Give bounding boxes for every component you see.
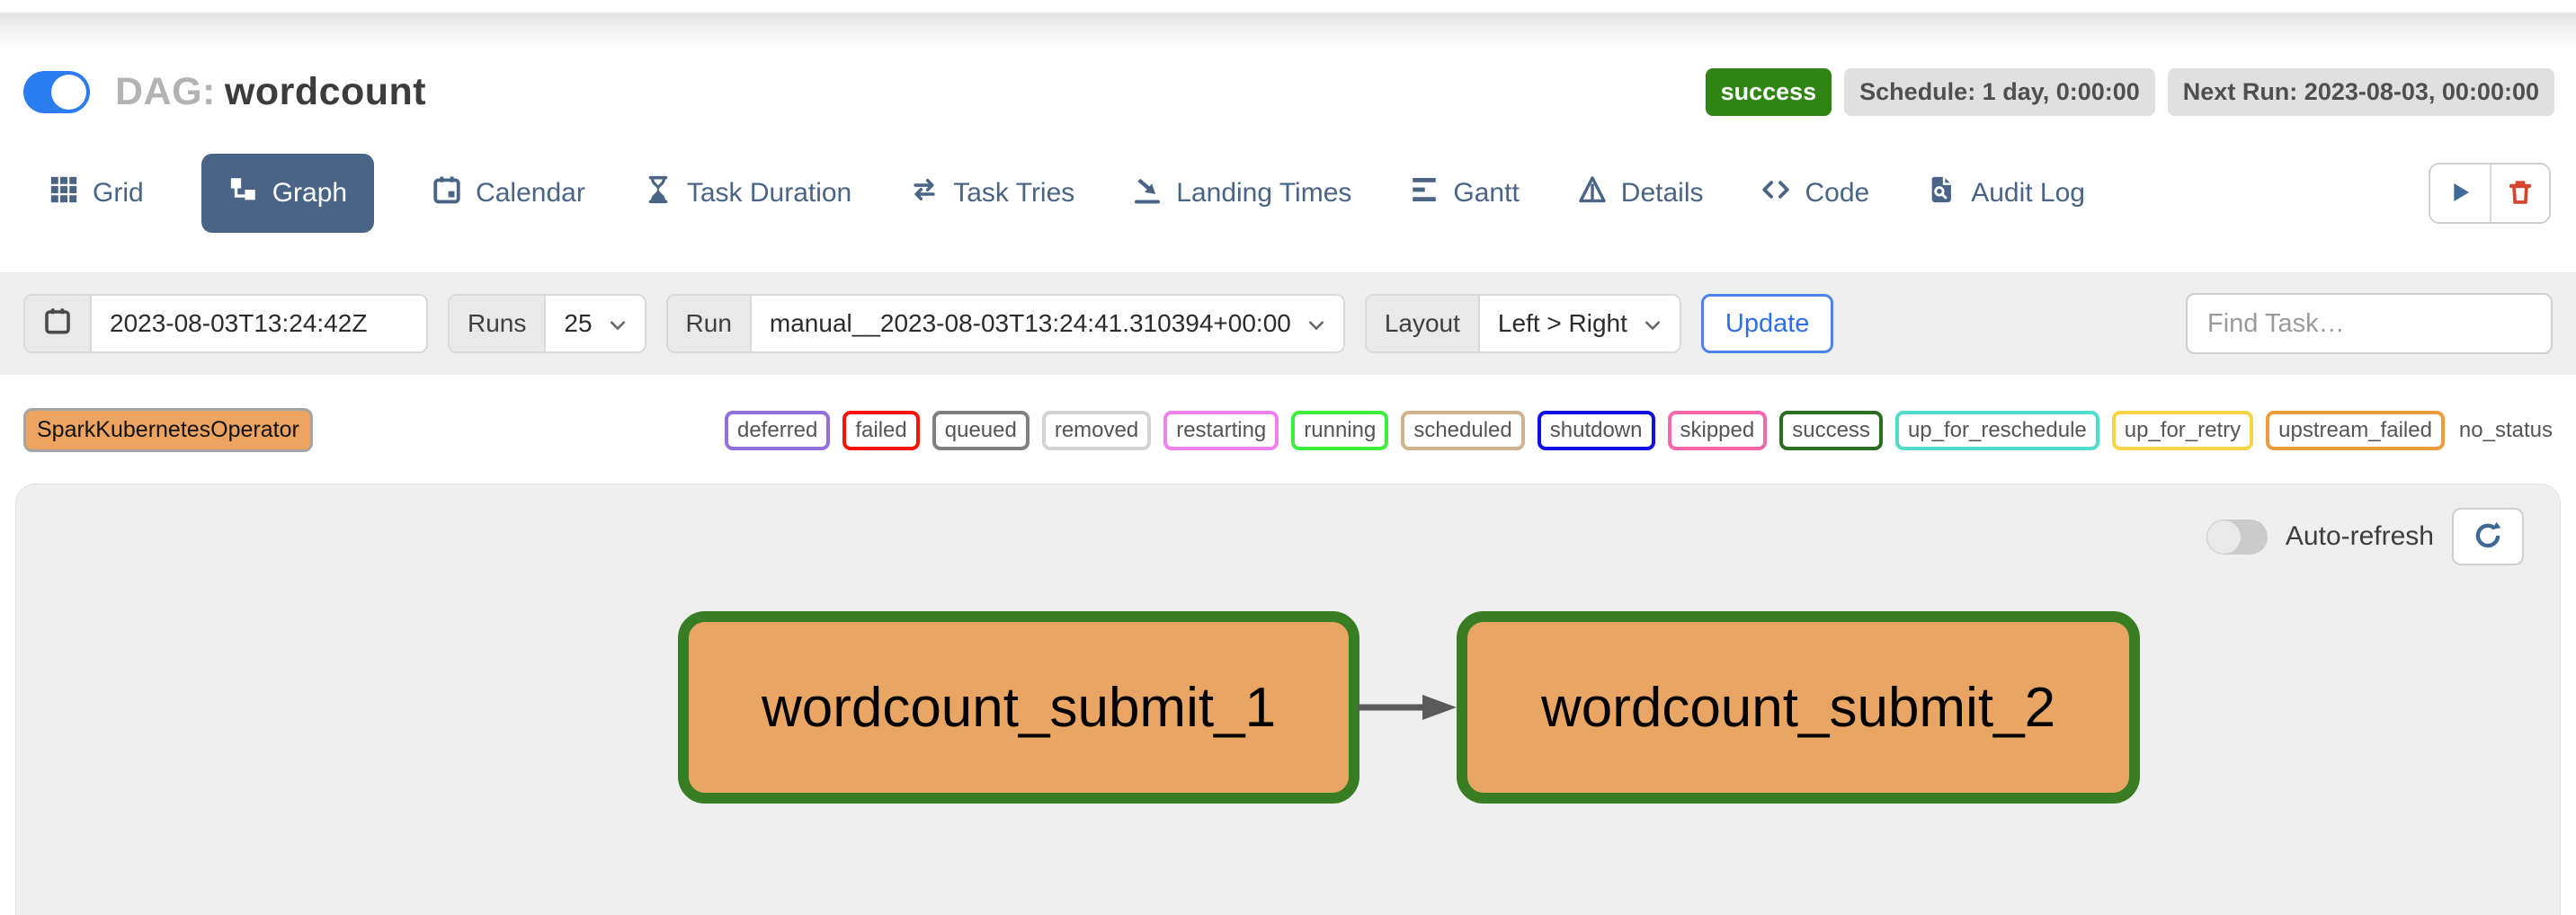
trash-icon — [2506, 178, 2535, 209]
tab-task-tries[interactable]: Task Tries — [909, 174, 1074, 212]
state-badge-queued[interactable]: queued — [931, 410, 1030, 450]
dag-pause-toggle[interactable] — [23, 71, 90, 113]
graph-canvas[interactable]: Auto-refresh wordcount_submit_1 wordcoun… — [15, 484, 2561, 915]
state-badge-scheduled[interactable]: scheduled — [1401, 410, 1525, 450]
tab-audit-log[interactable]: Audit Log — [1927, 174, 2085, 212]
tab-details[interactable]: Details — [1577, 174, 1704, 212]
state-badge-restarting[interactable]: restarting — [1163, 410, 1279, 450]
operator-legend-badge: SparkKubernetesOperator — [23, 408, 313, 452]
task-node-label: wordcount_submit_2 — [1540, 676, 2056, 739]
calendar-icon — [43, 306, 72, 342]
details-triangle-icon — [1577, 174, 1608, 212]
code-icon — [1760, 174, 1791, 212]
chevron-down-icon — [609, 309, 627, 338]
state-badge-running[interactable]: running — [1291, 410, 1389, 450]
refresh-icon — [2472, 520, 2504, 555]
dag-label: DAG: — [115, 70, 216, 113]
hourglass-icon — [643, 174, 673, 212]
tab-gantt[interactable]: Gantt — [1409, 174, 1520, 212]
chevron-down-icon — [1644, 309, 1662, 338]
delete-dag-button[interactable] — [2490, 164, 2549, 222]
calendar-addon — [25, 296, 92, 351]
plane-landing-icon — [1132, 174, 1163, 212]
next-run-badge: Next Run: 2023-08-03, 00:00:00 — [2167, 68, 2554, 116]
tab-landing-times[interactable]: Landing Times — [1132, 174, 1351, 212]
task-node-wordcount-submit-1[interactable]: wordcount_submit_1 — [678, 611, 1359, 804]
header-badges: success Schedule: 1 day, 0:00:00 Next Ru… — [1705, 68, 2554, 116]
audit-log-icon — [1927, 174, 1957, 212]
toggle-knob — [51, 75, 86, 110]
task-edge-arrow — [1358, 695, 1457, 720]
state-badge-failed[interactable]: failed — [842, 410, 920, 450]
tab-label: Calendar — [476, 178, 585, 208]
runs-select[interactable]: 25 — [546, 296, 645, 351]
tab-graph[interactable]: Graph — [201, 154, 375, 233]
state-badge-shutdown[interactable]: shutdown — [1537, 410, 1655, 450]
schedule-badge: Schedule: 1 day, 0:00:00 — [1844, 68, 2155, 116]
status-badge: success — [1705, 68, 1832, 116]
run-value: manual__2023-08-03T13:24:41.310394+00:00 — [769, 309, 1291, 337]
dag-header: DAG:wordcount success Schedule: 1 day, 0… — [0, 52, 2576, 123]
state-badge-skipped[interactable]: skipped — [1667, 410, 1768, 450]
runs-group: Runs 25 — [448, 294, 646, 353]
base-date-input[interactable] — [110, 309, 408, 338]
repeat-icon — [909, 174, 940, 212]
tab-label: Task Duration — [686, 178, 852, 208]
state-legend: deferred failed queued removed restartin… — [724, 410, 2554, 450]
state-badge-success[interactable]: success — [1779, 410, 1883, 450]
tab-label: Task Tries — [953, 178, 1075, 208]
filter-bar: Runs 25 Run manual__2023-08-03T13:24:41.… — [0, 272, 2576, 375]
runs-value: 25 — [564, 309, 593, 337]
trigger-dag-button[interactable] — [2430, 164, 2490, 222]
find-task-input[interactable] — [2186, 293, 2553, 354]
update-button[interactable]: Update — [1700, 294, 1834, 353]
base-date-input-wrap — [92, 296, 426, 351]
tab-label: Landing Times — [1176, 178, 1352, 208]
calendar-icon — [432, 174, 462, 212]
layout-label: Layout — [1366, 296, 1480, 351]
auto-refresh-toggle[interactable] — [2206, 519, 2268, 555]
page-title: DAG:wordcount — [115, 70, 426, 114]
toggle-knob — [2206, 520, 2241, 554]
gantt-bars-icon — [1409, 174, 1440, 212]
graph-icon — [228, 174, 259, 212]
refresh-button[interactable] — [2452, 508, 2524, 565]
tab-label: Code — [1805, 178, 1870, 208]
view-tabs: Grid Graph Calendar Task Duration Task T… — [0, 123, 2576, 272]
base-date-group — [23, 294, 428, 353]
runs-label: Runs — [450, 296, 547, 351]
task-node-label: wordcount_submit_1 — [761, 676, 1277, 739]
layout-group: Layout Left > Right — [1364, 294, 1681, 353]
state-badge-removed[interactable]: removed — [1041, 410, 1152, 450]
play-icon — [2446, 178, 2474, 209]
grid-icon — [49, 174, 79, 212]
state-badge-no-status[interactable]: no_status — [2458, 417, 2553, 442]
state-badge-deferred[interactable]: deferred — [724, 410, 831, 450]
layout-value: Left > Right — [1497, 309, 1627, 337]
dag-action-buttons — [2429, 163, 2551, 224]
layout-select[interactable]: Left > Right — [1479, 296, 1680, 351]
tab-label: Grid — [93, 178, 144, 208]
auto-refresh-label: Auto-refresh — [2285, 521, 2434, 551]
chevron-down-icon — [1307, 309, 1325, 338]
auto-refresh-controls: Auto-refresh — [2206, 508, 2524, 565]
state-badge-upstream-failed[interactable]: upstream_failed — [2266, 410, 2445, 450]
task-node-wordcount-submit-2[interactable]: wordcount_submit_2 — [1457, 611, 2140, 804]
dag-name: wordcount — [224, 70, 427, 113]
run-select[interactable]: manual__2023-08-03T13:24:41.310394+00:00 — [751, 296, 1343, 351]
run-group: Run manual__2023-08-03T13:24:41.310394+0… — [665, 294, 1345, 353]
tab-label: Details — [1620, 178, 1704, 208]
navbar-shadow — [0, 0, 2576, 52]
run-label: Run — [667, 296, 752, 351]
tab-label: Audit Log — [1971, 178, 2085, 208]
tab-label: Gantt — [1453, 178, 1520, 208]
tab-task-duration[interactable]: Task Duration — [643, 174, 851, 212]
tab-code[interactable]: Code — [1760, 174, 1869, 212]
tab-label: Graph — [272, 178, 348, 208]
legend-row: SparkKubernetesOperator deferred failed … — [0, 375, 2576, 466]
tab-calendar[interactable]: Calendar — [432, 174, 585, 212]
state-badge-up-for-reschedule[interactable]: up_for_reschedule — [1894, 410, 2099, 450]
state-badge-up-for-retry[interactable]: up_for_retry — [2111, 410, 2254, 450]
tab-grid[interactable]: Grid — [49, 174, 144, 212]
